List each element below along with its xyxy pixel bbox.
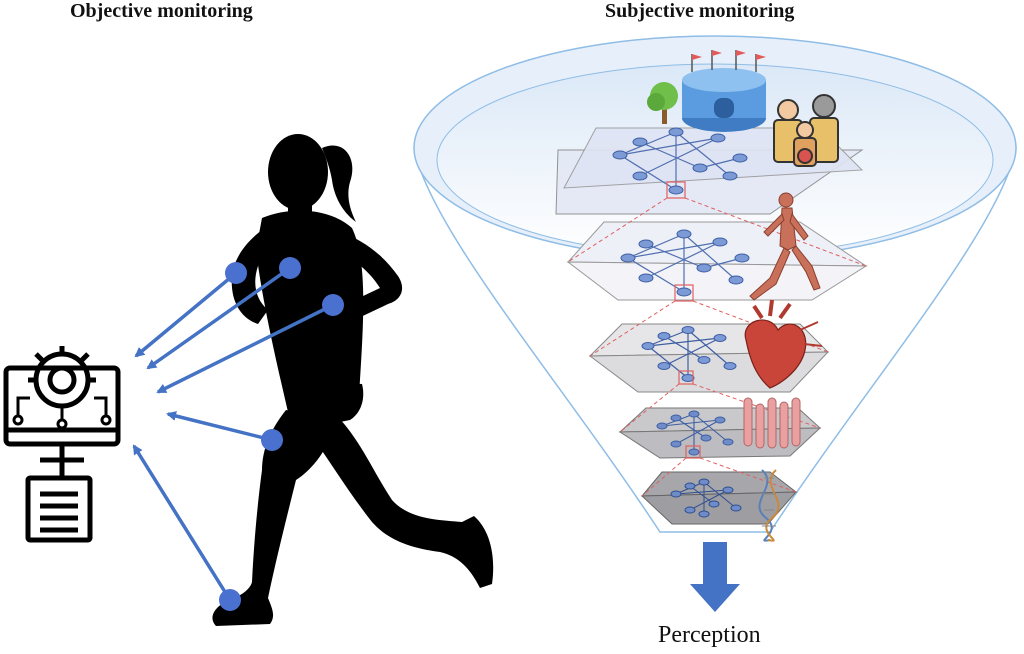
arrow-knee [166, 411, 273, 442]
family-icon [773, 94, 839, 167]
sensor-arrows [132, 266, 334, 601]
layer-body [566, 221, 868, 302]
heart-icon [744, 299, 823, 389]
arrow-ankle [132, 444, 232, 601]
arrow-shoulder-right [146, 266, 292, 370]
tree-icon [647, 82, 678, 124]
document-icon [25, 462, 93, 543]
sensor-shoulder-left [225, 262, 247, 284]
output-arrow [690, 542, 740, 612]
arrow-wrist [156, 303, 334, 394]
arrow-shoulder-left [134, 271, 238, 358]
objective-monitoring-title: Objective monitoring [70, 0, 253, 22]
muscle-tissue-icon [743, 397, 801, 449]
stadium-icon [682, 50, 766, 132]
sensor-wrist [322, 294, 344, 316]
perception-label: Perception [658, 622, 761, 648]
dna-icon [758, 469, 780, 542]
sensor-shoulder-right [279, 257, 301, 279]
computer-gear-icon [3, 346, 121, 463]
sensor-ankle [219, 589, 241, 611]
sensor-knee [261, 429, 283, 451]
sensor-dots [219, 257, 344, 611]
human-anatomy-icon [749, 192, 821, 301]
subjective-monitoring-title: Subjective monitoring [605, 0, 795, 22]
layer-tissue [618, 407, 822, 459]
